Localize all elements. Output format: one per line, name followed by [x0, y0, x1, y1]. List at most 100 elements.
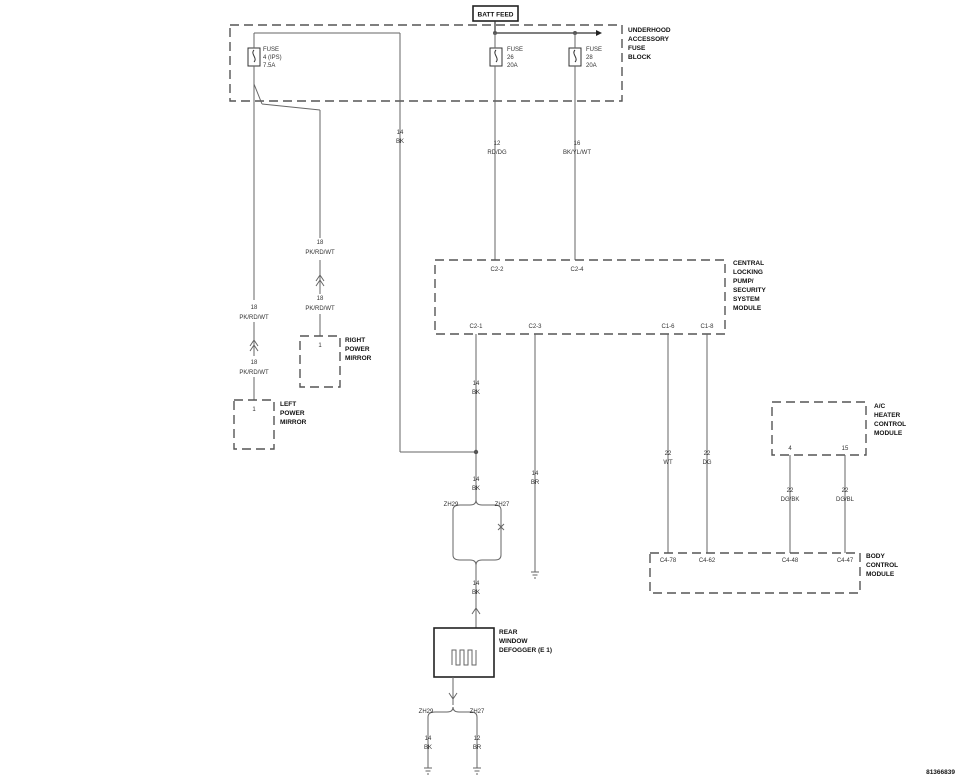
svg-text:BK: BK — [472, 390, 480, 396]
svg-text:PUMP/: PUMP/ — [733, 278, 754, 285]
svg-text:15: 15 — [842, 446, 849, 452]
wire-label-16-bk-yl-wt: 16 BK/YL/WT — [563, 141, 591, 156]
svg-text:PK/RD/WT: PK/RD/WT — [305, 306, 335, 312]
svg-text:PK/RD/WT: PK/RD/WT — [239, 315, 269, 321]
svg-text:18: 18 — [251, 360, 258, 366]
svg-text:CONTROL: CONTROL — [866, 562, 898, 569]
svg-text:C2-4: C2-4 — [570, 267, 584, 273]
wire-label-12br-bottom: 12 BR — [473, 736, 482, 751]
connector-arrow-icon — [249, 339, 259, 347]
svg-text:MIRROR: MIRROR — [345, 355, 372, 362]
svg-text:DG: DG — [703, 460, 712, 466]
figure-id: 81366839 — [926, 769, 955, 776]
batt-feed-box: BATT FEED — [472, 5, 519, 22]
svg-text:DG/BL: DG/BL — [836, 497, 855, 503]
svg-text:RD/DG: RD/DG — [487, 150, 507, 156]
wire-label-14bk-defog: 14 BK — [472, 581, 480, 596]
svg-text:C4-78: C4-78 — [660, 558, 677, 564]
connector-arrow-icon — [471, 607, 481, 615]
splice-dot — [473, 449, 479, 455]
svg-text:ZH29: ZH29 — [444, 502, 459, 508]
left-power-mirror: 1 LEFT POWER MIRROR — [233, 399, 307, 450]
wire-label-14bk-top: 14 BK — [396, 130, 404, 145]
svg-text:ZH27: ZH27 — [495, 502, 510, 508]
splice-bracket-bottom: ZH29 ZH27 — [419, 706, 485, 718]
svg-text:BODY: BODY — [866, 553, 885, 560]
svg-text:14: 14 — [425, 736, 432, 742]
svg-text:FUSE: FUSE — [586, 47, 602, 53]
connector-arrow-icon — [315, 274, 325, 282]
fuse-block-title: UNDERHOOD ACCESSORY FUSE BLOCK — [628, 27, 671, 61]
svg-text:14: 14 — [473, 381, 480, 387]
svg-text:BK: BK — [472, 590, 480, 596]
splice-bracket-top: ZH29 ZH27 — [444, 499, 510, 566]
svg-text:18: 18 — [317, 240, 324, 246]
ground-icon — [531, 571, 539, 579]
ac-heater-control-module: 4 15 A/C HEATER CONTROL MODULE — [771, 401, 906, 456]
svg-text:BR: BR — [473, 745, 482, 751]
svg-text:14: 14 — [397, 130, 404, 136]
svg-text:FUSE: FUSE — [263, 47, 279, 53]
fuse-26: FUSE 26 20A — [489, 47, 523, 69]
wire-label-22-dg-bk: 22 DG/BK — [781, 488, 800, 503]
svg-text:MODULE: MODULE — [733, 305, 762, 312]
svg-text:BR: BR — [531, 480, 540, 486]
svg-text:A/C: A/C — [874, 403, 886, 410]
svg-text:FUSE: FUSE — [628, 45, 646, 52]
bus-arrow-icon — [596, 30, 602, 36]
svg-text:UNDERHOOD: UNDERHOOD — [628, 27, 671, 34]
svg-text:BLOCK: BLOCK — [628, 54, 651, 61]
svg-text:18: 18 — [251, 305, 258, 311]
ground-icon — [473, 767, 481, 775]
svg-text:C4-62: C4-62 — [699, 558, 716, 564]
wire-label-18-right-upper: 18 PK/RD/WT — [305, 240, 335, 256]
wire-label-22-wt: 22 WT — [663, 451, 673, 466]
svg-text:MODULE: MODULE — [866, 571, 895, 578]
svg-text:20A: 20A — [586, 63, 597, 69]
svg-text:FUSE: FUSE — [507, 47, 523, 53]
svg-text:C1-6: C1-6 — [661, 324, 675, 330]
svg-text:12: 12 — [494, 141, 501, 147]
svg-text:MIRROR: MIRROR — [280, 419, 307, 426]
svg-text:POWER: POWER — [345, 346, 370, 353]
ground-icon — [424, 767, 432, 775]
svg-text:BK: BK — [396, 139, 404, 145]
svg-text:20A: 20A — [507, 63, 518, 69]
svg-text:22: 22 — [704, 451, 711, 457]
svg-text:BK: BK — [424, 745, 432, 751]
svg-text:RIGHT: RIGHT — [345, 337, 365, 344]
svg-text:16: 16 — [574, 141, 581, 147]
svg-text:4 (IPS): 4 (IPS) — [263, 55, 282, 61]
svg-text:ZH29: ZH29 — [419, 709, 434, 715]
svg-text:1: 1 — [252, 407, 256, 413]
svg-text:LEFT: LEFT — [280, 401, 296, 408]
wire-label-14bk-splice: 14 BK — [472, 477, 480, 492]
wire-label-14bk-c21: 14 BK — [472, 381, 480, 396]
svg-text:C2-3: C2-3 — [528, 324, 542, 330]
body-control-module: C4-78 C4-62 C4-48 C4-47 BODY CONTROL MOD… — [649, 552, 898, 594]
svg-text:BK/YL/WT: BK/YL/WT — [563, 150, 591, 156]
svg-text:WT: WT — [663, 460, 673, 466]
svg-text:C2-2: C2-2 — [490, 267, 504, 273]
svg-text:MODULE: MODULE — [874, 430, 903, 437]
svg-text:CENTRAL: CENTRAL — [733, 260, 764, 267]
svg-text:ZH27: ZH27 — [470, 709, 485, 715]
right-power-mirror: 1 RIGHT POWER MIRROR — [299, 335, 372, 388]
fuse-4: FUSE 4 (IPS) 7.5A — [247, 47, 282, 69]
svg-text:26: 26 — [507, 55, 514, 61]
svg-text:C4-47: C4-47 — [837, 558, 854, 564]
svg-text:WINDOW: WINDOW — [499, 638, 528, 645]
svg-text:SECURITY: SECURITY — [733, 287, 767, 294]
wire-label-22-dg: 22 DG — [703, 451, 712, 466]
rear-window-defogger: REAR WINDOW DEFOGGER (E 1) — [433, 627, 552, 678]
svg-text:C4-48: C4-48 — [782, 558, 799, 564]
wire-label-18-left-lower: 18 PK/RD/WT — [239, 360, 269, 376]
central-locking-module: C2-2 C2-4 C2-1 C2-3 C1-6 C1-8 CENTRAL LO… — [434, 259, 767, 335]
svg-text:22: 22 — [665, 451, 672, 457]
svg-text:PK/RD/WT: PK/RD/WT — [239, 370, 269, 376]
wire-label-22-dg-bl: 22 DG/BL — [836, 488, 855, 503]
svg-text:HEATER: HEATER — [874, 412, 901, 419]
svg-text:POWER: POWER — [280, 410, 305, 417]
svg-text:14: 14 — [473, 581, 480, 587]
